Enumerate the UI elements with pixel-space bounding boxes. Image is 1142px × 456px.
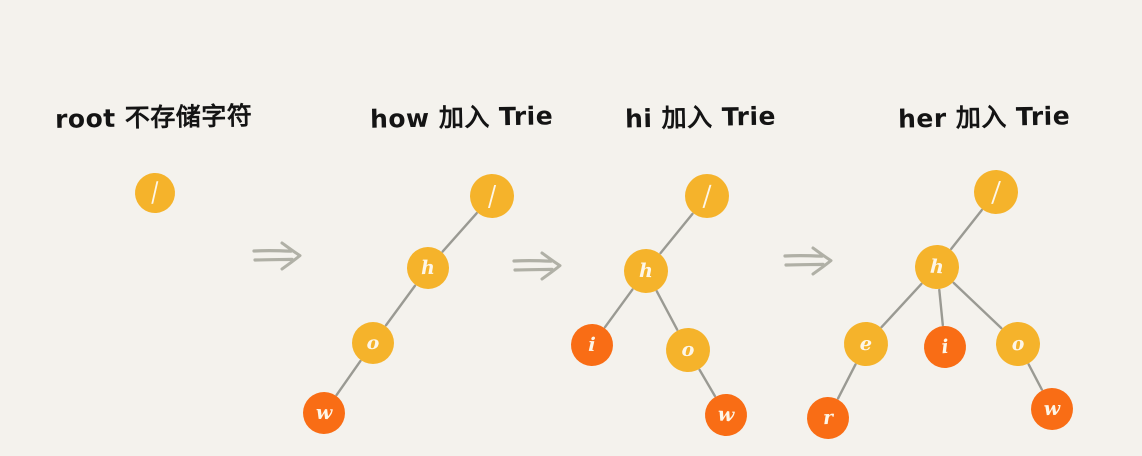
trie-node-label: i — [588, 333, 597, 356]
trie-edge-p4-o-to-p4-w — [1027, 363, 1044, 391]
trie-node-p4-w[interactable]: w — [1030, 387, 1074, 431]
trie-node-label: / — [150, 176, 160, 208]
trie-edge-p4-e-to-p4-r — [836, 363, 857, 400]
trie-node-label: / — [990, 175, 1002, 209]
arrow-stroke — [784, 262, 825, 267]
trie-edge-p2-h-to-p2-o — [384, 284, 417, 327]
trie-node-p4-i[interactable]: i — [922, 324, 968, 370]
trie-edge-p4-h-to-p4-i — [938, 288, 945, 327]
trie-node-label: w — [1043, 397, 1061, 420]
arrow-stroke — [252, 249, 293, 253]
trie-node-p4-o[interactable]: o — [994, 320, 1042, 368]
trie-node-label: o — [1011, 332, 1025, 355]
panel-title-panel-hi: hi 加入 Trie — [624, 101, 777, 134]
trie-node-label: h — [929, 255, 945, 278]
trie-node-p4-root[interactable]: / — [973, 169, 1019, 215]
trie-node-p2-w[interactable]: w — [302, 391, 346, 435]
trie-node-p2-o[interactable]: o — [352, 322, 394, 364]
trie-node-p4-r[interactable]: r — [806, 396, 850, 440]
panel-title-panel-root: root 不存储字符 — [54, 101, 253, 134]
trie-node-label: / — [487, 179, 497, 213]
trie-node-label: w — [717, 402, 735, 427]
trie-node-p2-root[interactable]: / — [469, 173, 515, 219]
trie-edge-p2-root-to-p2-h — [441, 211, 478, 253]
trie-edge-p3-o-to-p3-w — [698, 368, 717, 398]
arrow-stroke — [253, 257, 294, 262]
panel-title-panel-how: how 加入 Trie — [369, 101, 554, 134]
trie-node-p3-root[interactable]: / — [685, 174, 729, 218]
trie-edge-p3-root-to-p3-h — [659, 212, 694, 255]
trie-edge-p3-h-to-p3-o — [655, 290, 679, 331]
trie-edge-p4-h-to-p4-o — [952, 281, 1003, 330]
arrow-stroke — [512, 259, 553, 263]
arrow-right-double-icon — [251, 238, 303, 274]
panel-title-panel-her: her 加入 Trie — [897, 101, 1071, 134]
arrow-right-double-icon — [511, 248, 563, 284]
trie-node-label: e — [859, 332, 873, 355]
trie-edge-p2-o-to-p2-w — [335, 359, 362, 397]
trie-edge-p3-h-to-p3-i — [603, 288, 634, 329]
trie-node-p2-h[interactable]: h — [406, 246, 450, 290]
arrow-stroke — [540, 251, 562, 281]
trie-node-label: o — [366, 331, 380, 354]
arrow-stroke — [811, 246, 833, 276]
trie-node-p4-e[interactable]: e — [842, 320, 890, 368]
trie-node-p4-h[interactable]: h — [913, 243, 961, 291]
arrow-stroke — [783, 254, 824, 258]
trie-node-label: w — [315, 401, 333, 424]
arrow-stroke — [280, 241, 302, 271]
trie-node-p3-o[interactable]: o — [664, 326, 712, 374]
trie-edge-p4-h-to-p4-e — [880, 282, 923, 329]
trie-node-label: r — [822, 406, 834, 429]
trie-node-p3-h[interactable]: h — [623, 248, 669, 294]
trie-node-label: h — [638, 259, 654, 282]
arrow-right-double-icon — [782, 243, 834, 279]
trie-node-p3-i[interactable]: i — [570, 323, 614, 367]
trie-node-label: h — [420, 256, 436, 279]
trie-node-label: / — [702, 179, 712, 213]
trie-node-p1-root[interactable]: / — [133, 171, 177, 215]
trie-node-p3-w[interactable]: w — [703, 392, 749, 438]
trie-node-label: o — [681, 338, 695, 361]
trie-edge-p4-root-to-p4-h — [950, 208, 983, 251]
arrow-stroke — [513, 267, 554, 272]
trie-node-label: i — [940, 335, 950, 358]
